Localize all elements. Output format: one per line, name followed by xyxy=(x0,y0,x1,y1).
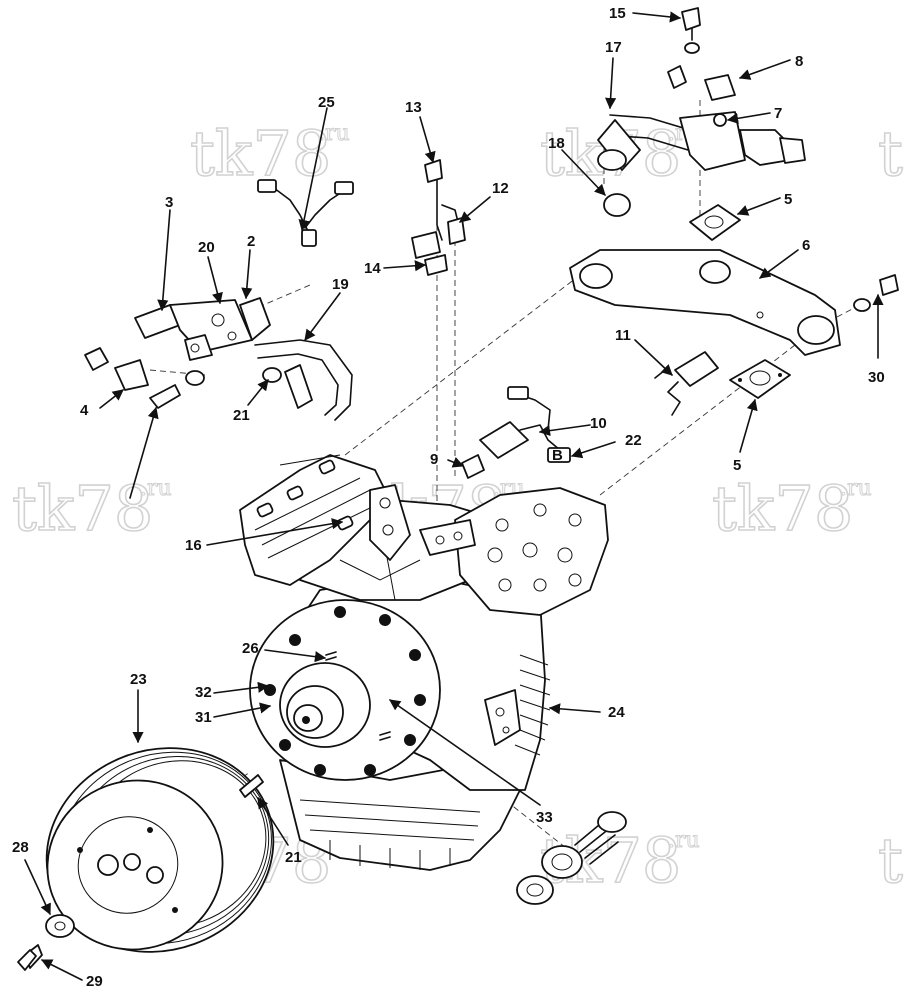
watermark: t xyxy=(878,824,903,897)
leader-lines xyxy=(24,11,884,981)
suction-service-valve xyxy=(84,297,353,421)
manifold-gasket-upper xyxy=(689,204,741,241)
callout-5: 5 xyxy=(784,191,792,208)
callout-13: 13 xyxy=(405,99,422,116)
callout-11: 11 xyxy=(615,327,631,344)
discharge-service-valve xyxy=(597,7,806,217)
bolt xyxy=(17,944,43,971)
watermark-suffix: .ru xyxy=(840,476,872,501)
callout-9: 9 xyxy=(430,451,438,468)
callout-20: 20 xyxy=(198,239,215,256)
callout-8: 8 xyxy=(795,53,803,70)
connector-label: B xyxy=(552,447,563,464)
watermark-suffix: .ru xyxy=(668,828,700,853)
sensor-assembly xyxy=(411,159,466,276)
callout-5: 5 xyxy=(733,457,741,474)
callout-24: 24 xyxy=(608,704,625,721)
watermark-suffix: .ru xyxy=(140,476,172,501)
callout-30: 30 xyxy=(868,369,885,386)
compressor-body xyxy=(239,454,609,871)
callout-29: 29 xyxy=(86,973,103,990)
discharge-manifold xyxy=(569,249,841,356)
callout-15: 15 xyxy=(609,5,626,22)
manifold-bolt xyxy=(853,274,899,312)
callout-21: 21 xyxy=(233,407,250,424)
switch-assembly: B xyxy=(461,386,571,479)
watermark: tk78 xyxy=(12,472,153,545)
callout-17: 17 xyxy=(605,39,622,56)
watermark: t xyxy=(878,117,903,190)
callout-23: 23 xyxy=(130,671,147,688)
callout-labels: 15 17 8 7 18 5 6 30 11 5 10 22 9 13 12 1… xyxy=(12,5,885,990)
watermark: tk78 xyxy=(190,117,331,190)
callout-33: 33 xyxy=(536,809,553,826)
callout-6: 6 xyxy=(802,237,810,254)
callout-4: 4 xyxy=(80,402,89,419)
callout-19: 19 xyxy=(332,276,349,293)
callout-2: 2 xyxy=(247,233,255,250)
callout-12: 12 xyxy=(492,180,509,197)
callout-31: 31 xyxy=(195,709,212,726)
callout-16: 16 xyxy=(185,537,202,554)
callout-14: 14 xyxy=(364,260,381,277)
temperature-sensor xyxy=(654,351,719,416)
callout-28: 28 xyxy=(12,839,29,856)
callout-18: 18 xyxy=(548,135,565,152)
shaft-seal-stack xyxy=(516,811,627,905)
watermark: tk78 xyxy=(712,472,853,545)
callout-10: 10 xyxy=(590,415,607,432)
callout-32: 32 xyxy=(195,684,212,701)
washer xyxy=(45,914,75,938)
callout-26: 26 xyxy=(242,640,259,657)
callout-3: 3 xyxy=(165,194,173,211)
callout-25: 25 xyxy=(318,94,335,111)
key xyxy=(239,774,264,798)
callout-7: 7 xyxy=(774,105,782,122)
manifold-gasket-lower xyxy=(729,359,791,399)
callout-22: 22 xyxy=(625,432,642,449)
callout-27: 21 xyxy=(285,849,302,866)
clutch-pulley xyxy=(45,747,275,953)
